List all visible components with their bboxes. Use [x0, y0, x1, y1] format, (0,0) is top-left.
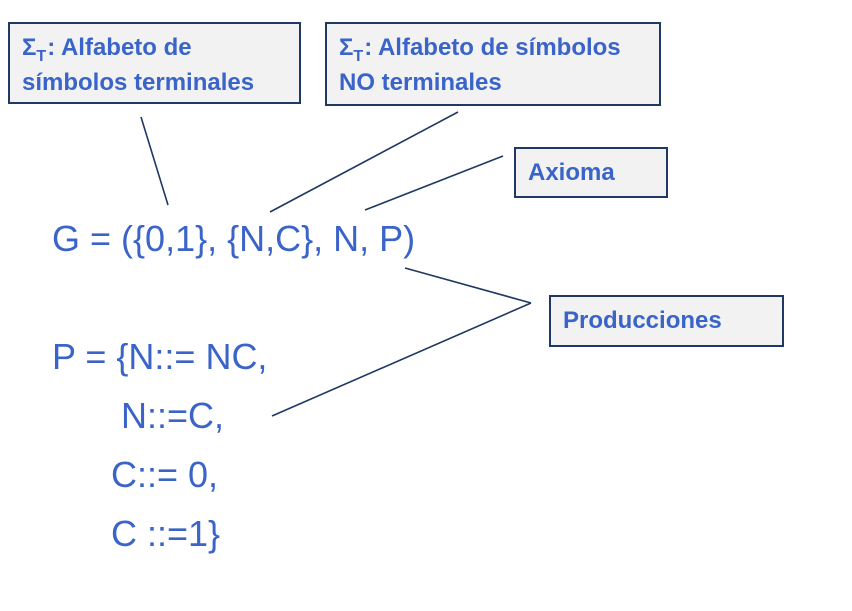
connector-producciones-rules — [271, 302, 532, 417]
callout-terminales-line1: ΣT: Alfabeto de — [22, 32, 287, 67]
callout-no-terminales-text2: NO terminales — [339, 69, 502, 96]
connector-terminales — [140, 116, 169, 206]
sigma-subscript: T — [36, 48, 47, 65]
callout-terminales-text1: : Alfabeto de — [47, 34, 192, 61]
callout-producciones: Producciones — [549, 295, 784, 347]
callout-terminales: ΣT: Alfabeto de símbolos terminales — [8, 22, 301, 104]
callout-terminales-text2: símbolos terminales — [22, 69, 255, 96]
callout-no-terminales-line1: ΣT: Alfabeto de símbolos — [339, 32, 647, 67]
callout-axioma: Axioma — [514, 147, 668, 198]
production-line: C ::=1} — [111, 513, 221, 554]
sigma-symbol: Σ — [22, 34, 37, 61]
grammar-definition: G = ({0,1}, {N,C}, N, P) — [52, 218, 416, 259]
sigma-subscript: T — [353, 48, 364, 65]
callout-producciones-label: Producciones — [563, 307, 722, 334]
production-line: N::=C, — [121, 395, 225, 436]
connector-axioma — [364, 155, 504, 211]
connector-no-terminales — [269, 111, 459, 213]
production-line: C::= 0, — [111, 454, 219, 495]
callout-axioma-label: Axioma — [528, 159, 615, 186]
callout-no-terminales: ΣT: Alfabeto de símbolos NO terminales — [325, 22, 661, 106]
connector-producciones-p — [404, 267, 532, 304]
callout-no-terminales-text1: : Alfabeto de símbolos — [364, 34, 621, 61]
production-line: P = {N::= NC, — [52, 336, 268, 377]
sigma-symbol: Σ — [339, 34, 354, 61]
